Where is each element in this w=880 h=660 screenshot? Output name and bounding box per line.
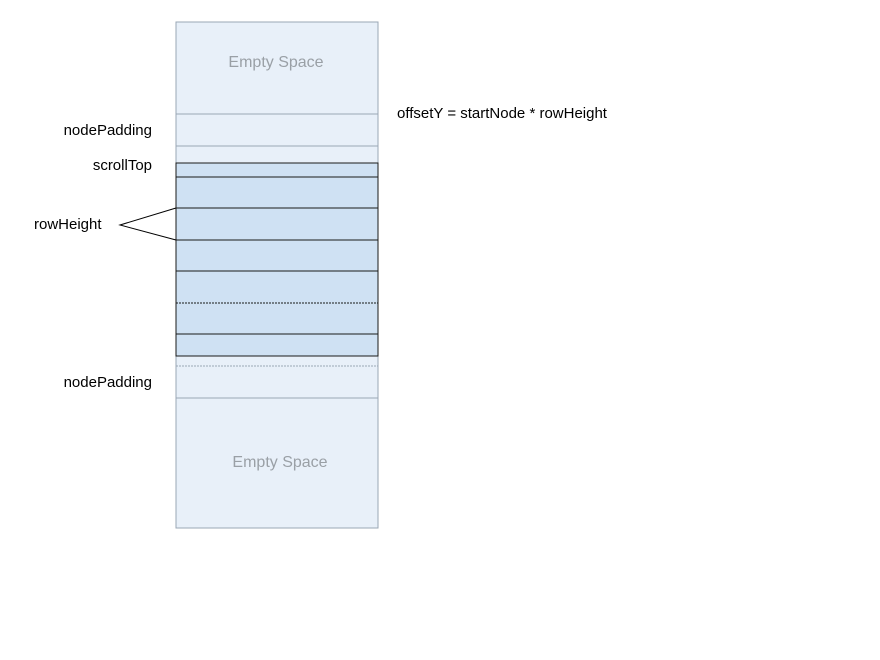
row-height-label: rowHeight: [34, 216, 102, 233]
empty-space-bottom-label: Empty Space: [232, 454, 327, 471]
empty-space-top-label: Empty Space: [228, 54, 323, 71]
visible-rows-block: [175, 162, 379, 357]
offset-formula: offsetY = startNode * rowHeight: [397, 105, 608, 122]
scroll-top-label: scrollTop: [93, 157, 152, 174]
node-padding-top-label: nodePadding: [64, 122, 152, 139]
node-padding-bottom-label: nodePadding: [64, 374, 152, 391]
row-height-pointer: [118, 207, 177, 241]
